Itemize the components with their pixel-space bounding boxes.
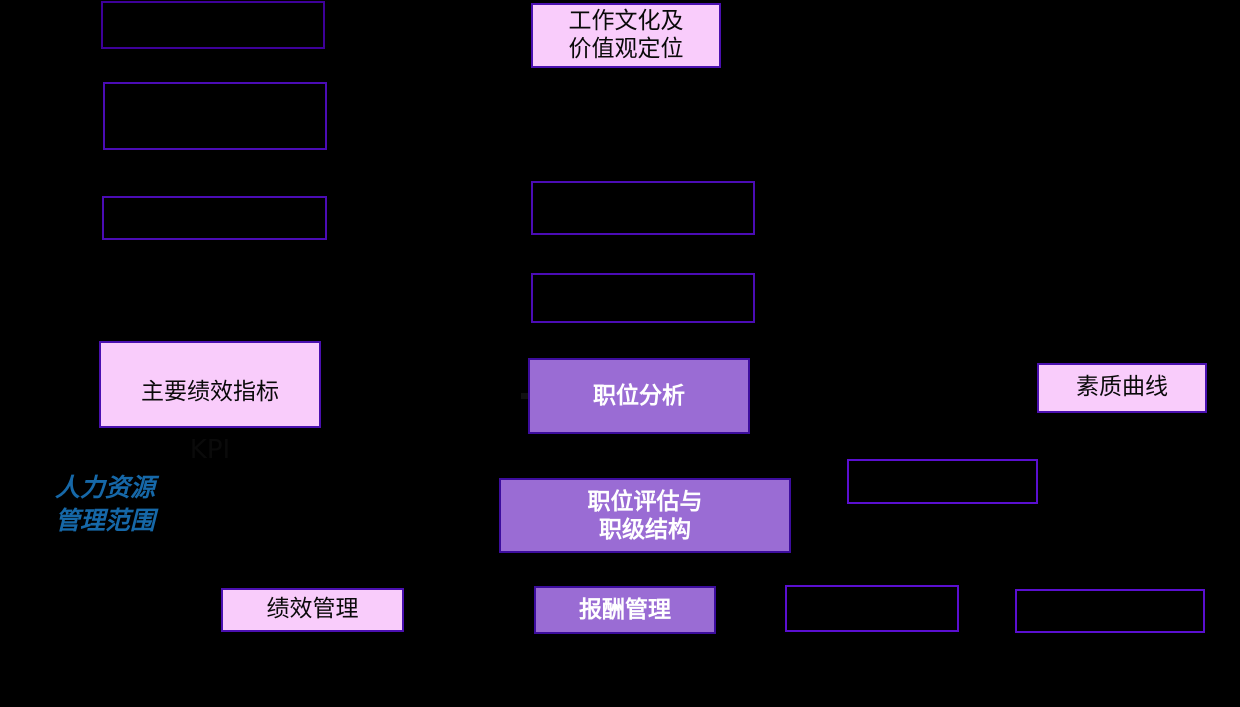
node-competency-curve[interactable]: 素质曲线 [1037, 363, 1207, 413]
node-box-empty-4[interactable] [531, 181, 755, 235]
scope-label: 人力资源 管理范围 [55, 473, 156, 535]
node-label-line-1: 主要绩效指标 [141, 379, 279, 406]
node-box-empty-3[interactable] [102, 196, 327, 240]
node-label: 职位分析 [593, 382, 685, 410]
node-box-empty-1[interactable] [101, 1, 325, 49]
node-label-line-2: KPI [189, 435, 231, 466]
node-culture-values[interactable]: 工作文化及 价值观定位 [531, 3, 721, 68]
arrow-marker-job-analysis [521, 393, 528, 399]
node-box-empty-8[interactable] [1015, 589, 1205, 633]
node-box-empty-7[interactable] [785, 585, 959, 632]
node-label: 素质曲线 [1076, 374, 1168, 401]
node-job-evaluation[interactable]: 职位评估与 职级结构 [499, 478, 791, 553]
node-label: 绩效管理 [266, 596, 359, 623]
node-box-empty-5[interactable] [531, 273, 755, 323]
node-box-empty-2[interactable] [103, 82, 327, 150]
node-label: 职位评估与 职级结构 [587, 488, 703, 543]
node-performance-management[interactable]: 绩效管理 [221, 588, 404, 632]
node-label: 工作文化及 价值观定位 [568, 8, 684, 62]
node-kpi[interactable]: 主要绩效指标 KPI [99, 341, 321, 465]
node-label: 报酬管理 [579, 596, 671, 624]
node-compensation-management[interactable]: 报酬管理 [534, 586, 716, 634]
node-box-empty-6[interactable] [847, 459, 1038, 504]
node-job-analysis[interactable]: 职位分析 [528, 358, 750, 434]
